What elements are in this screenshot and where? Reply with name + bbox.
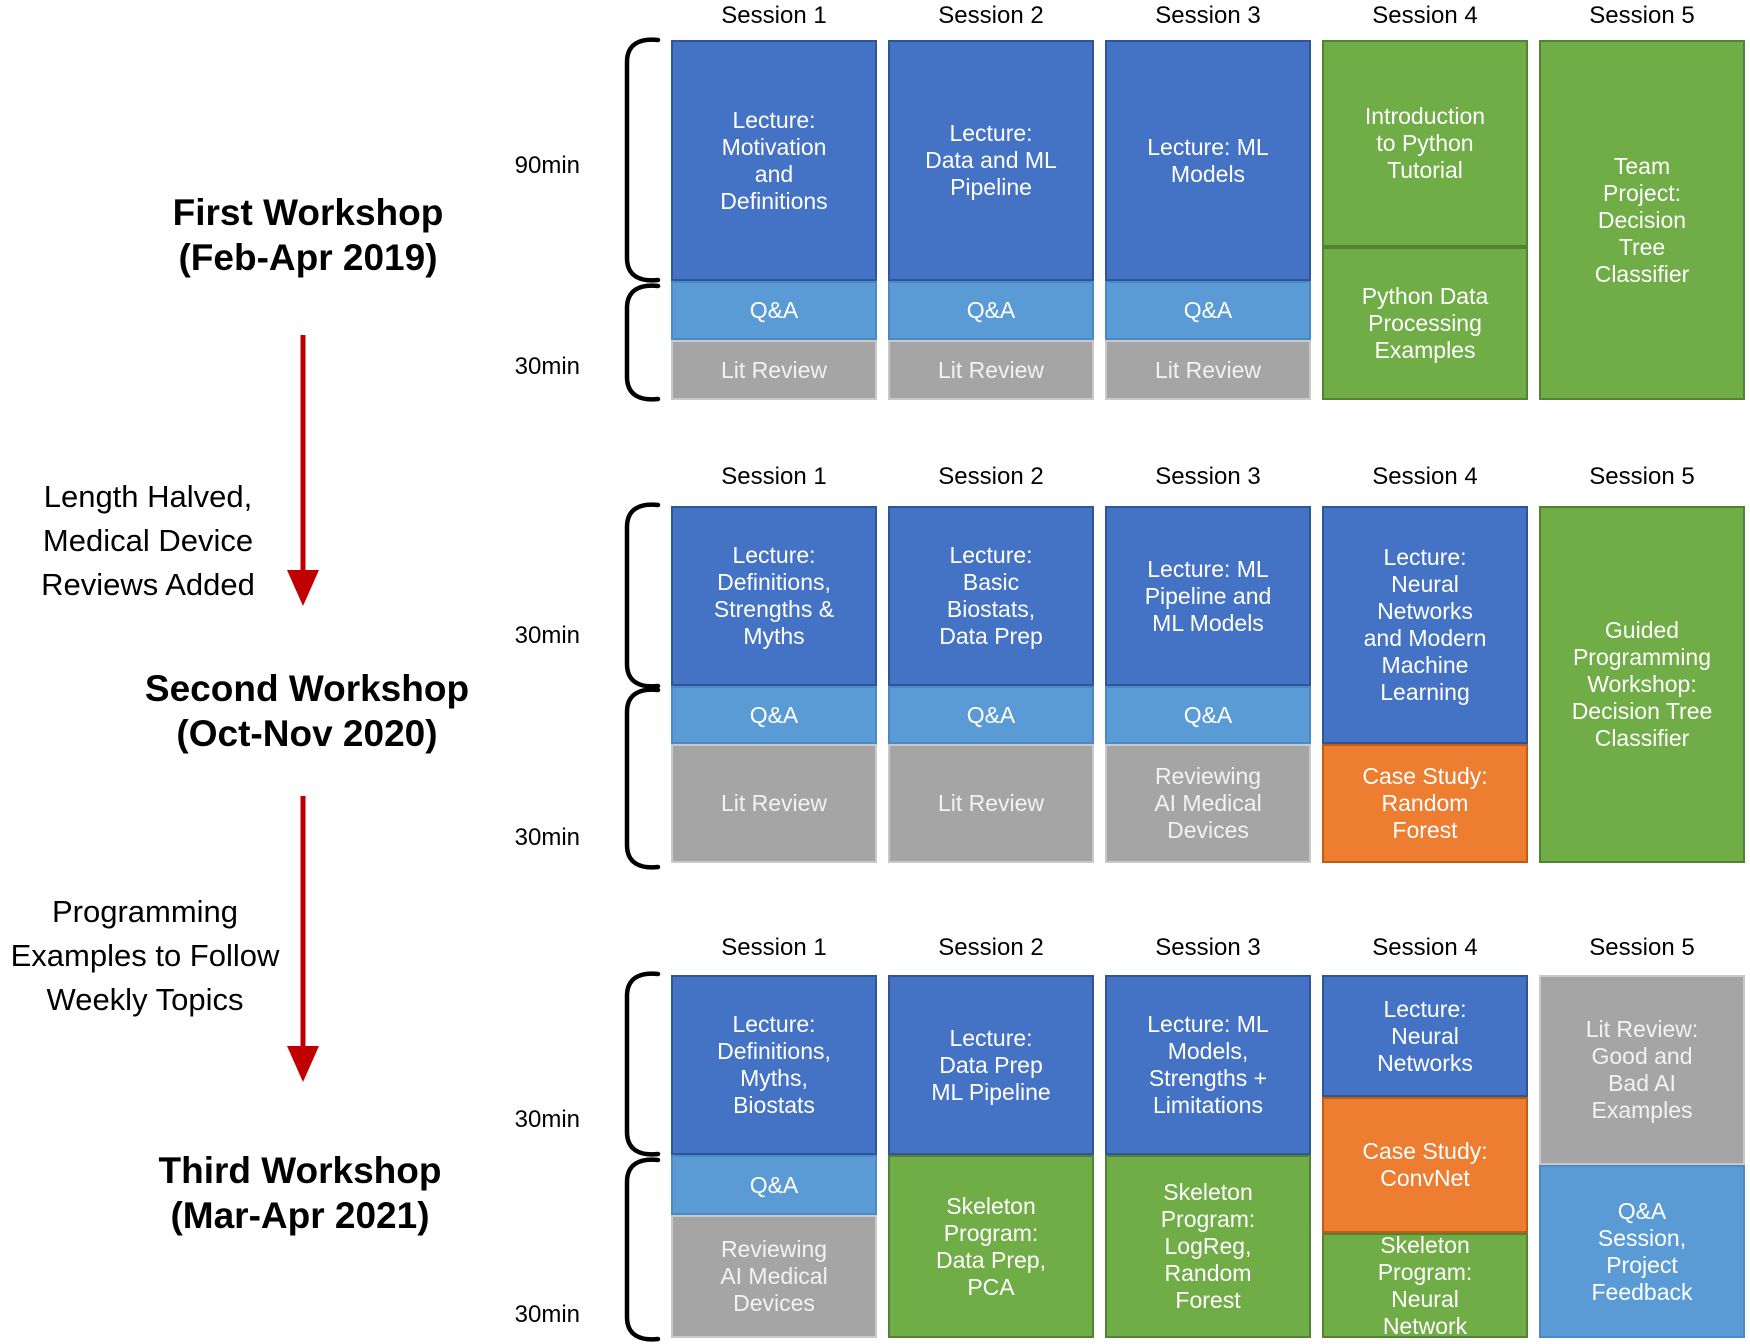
session-block-lecture: Lecture: Motivation and Definitions [671, 40, 877, 281]
session-block-qa: Q&A [888, 281, 1094, 340]
session-block-case-study: Case Study: ConvNet [1322, 1097, 1528, 1233]
session-header: Session 4 [1372, 2, 1478, 29]
session-block-lit-review: Lit Review [671, 744, 877, 863]
transition-note-1: Length Halved, Medical Device Reviews Ad… [28, 475, 268, 607]
session-block-lit-review: Lit Review [671, 340, 877, 400]
session-block-lecture: Lecture: ML Models, Strengths + Limitati… [1105, 975, 1311, 1155]
time-label-30min: 30min [514, 353, 580, 380]
session-block-programming: Introduction to Python Tutorial [1322, 40, 1528, 247]
session-column: Team Project: Decision Tree Classifier [1539, 40, 1745, 400]
session-block-programming: Skeleton Program: Neural Network [1322, 1232, 1528, 1339]
session-header: Session 4 [1372, 934, 1478, 961]
session-header: Session 2 [938, 934, 1044, 961]
workshop-dates-text: (Mar-Apr 2021) [170, 1195, 430, 1236]
session-block-qa: Q&A [888, 686, 1094, 744]
session-header: Session 1 [721, 463, 827, 490]
session-block-lit-review: Lit Review: Good and Bad AI Examples [1539, 975, 1745, 1165]
session-block-case-study: Case Study: Random Forest [1322, 744, 1528, 863]
workshop-dates-text: (Oct-Nov 2020) [176, 713, 438, 754]
time-label-30min: 30min [514, 824, 580, 851]
workshop-title-first: First Workshop (Feb-Apr 2019) [108, 190, 508, 280]
transition-note-2: Programming Examples to Follow Weekly To… [0, 890, 290, 1022]
session-block-qa: Q&A [671, 281, 877, 340]
session-block-qa: Q&A Session, Project Feedback [1539, 1165, 1745, 1338]
time-label-30min: 30min [514, 1301, 580, 1328]
session-header: Session 3 [1155, 934, 1261, 961]
session-block-programming: Skeleton Program: Data Prep, PCA [888, 1155, 1094, 1338]
session-block-lecture: Lecture: Neural Networks [1322, 975, 1528, 1097]
session-block-lit-review: Reviewing AI Medical Devices [1105, 744, 1311, 863]
workshop-title-text: Third Workshop [158, 1150, 442, 1191]
session-block-lecture: Lecture: Neural Networks and Modern Mach… [1322, 506, 1528, 744]
session-block-qa: Q&A [1105, 281, 1311, 340]
time-bracket [624, 283, 661, 402]
time-brackets [624, 37, 661, 1342]
session-block-lit-review: Lit Review [1105, 340, 1311, 400]
workshop-dates-text: (Feb-Apr 2019) [178, 237, 438, 278]
session-block-qa: Q&A [671, 686, 877, 744]
session-header: Session 5 [1589, 463, 1695, 490]
session-header: Session 4 [1372, 463, 1478, 490]
session-header: Session 3 [1155, 2, 1261, 29]
time-bracket [624, 1157, 661, 1342]
session-header: Session 2 [938, 463, 1044, 490]
session-header: Session 1 [721, 2, 827, 29]
session-block-programming: Skeleton Program: LogReg, Random Forest [1105, 1155, 1311, 1338]
workshop-title-text: Second Workshop [144, 668, 470, 709]
session-block-lecture: Lecture: Definitions, Strengths & Myths [671, 506, 877, 686]
workshop-title-text: First Workshop [172, 192, 444, 233]
session-block-lecture: Lecture: Data Prep ML Pipeline [888, 975, 1094, 1155]
session-block-lit-review: Reviewing AI Medical Devices [671, 1215, 877, 1338]
session-block-lecture: Lecture: Definitions, Myths, Biostats [671, 975, 877, 1155]
transition-note-line: Examples to Follow [10, 938, 280, 973]
workshop-title-second: Second Workshop (Oct-Nov 2020) [107, 666, 507, 756]
session-header: Session 5 [1589, 934, 1695, 961]
session-block-programming: Guided Programming Workshop: Decision Tr… [1539, 506, 1745, 863]
arrow-head-icon [287, 1046, 319, 1082]
session-block-programming: Team Project: Decision Tree Classifier [1539, 40, 1745, 400]
time-bracket [624, 687, 661, 870]
session-block-qa: Q&A [671, 1155, 877, 1215]
time-bracket [624, 502, 661, 689]
transition-note-line: Weekly Topics [46, 982, 244, 1017]
session-block-lit-review: Lit Review [888, 744, 1094, 863]
session-block-lecture: Lecture: Data and ML Pipeline [888, 40, 1094, 281]
session-block-lecture: Lecture: ML Pipeline and ML Models [1105, 506, 1311, 686]
transition-note-line: Reviews Added [41, 567, 255, 602]
time-label-30min: 30min [514, 622, 580, 649]
time-bracket [624, 971, 661, 1157]
session-header: Session 1 [721, 934, 827, 961]
time-bracket [624, 37, 661, 283]
session-column: Lecture: Neural Networks and Modern Mach… [1322, 506, 1528, 863]
time-label-90min: 90min [514, 152, 580, 179]
time-label-30min: 30min [514, 1106, 580, 1133]
session-header: Session 3 [1155, 463, 1261, 490]
workshop-title-third: Third Workshop (Mar-Apr 2021) [100, 1148, 500, 1238]
session-block-lit-review: Lit Review [888, 340, 1094, 400]
session-header: Session 2 [938, 2, 1044, 29]
session-header: Session 5 [1589, 2, 1695, 29]
session-block-lecture: Lecture: Basic Biostats, Data Prep [888, 506, 1094, 686]
session-column: Guided Programming Workshop: Decision Tr… [1539, 506, 1745, 863]
transition-note-line: Length Halved, [43, 479, 253, 514]
transition-note-line: Programming [51, 894, 239, 929]
arrow-head-icon [287, 570, 319, 606]
session-block-programming: Python Data Processing Examples [1322, 247, 1528, 400]
session-block-lecture: Lecture: ML Models [1105, 40, 1311, 281]
session-block-qa: Q&A [1105, 686, 1311, 744]
transition-note-line: Medical Device [42, 523, 254, 558]
session-column: Lecture: ML Models, Strengths + Limitati… [1105, 975, 1311, 1338]
